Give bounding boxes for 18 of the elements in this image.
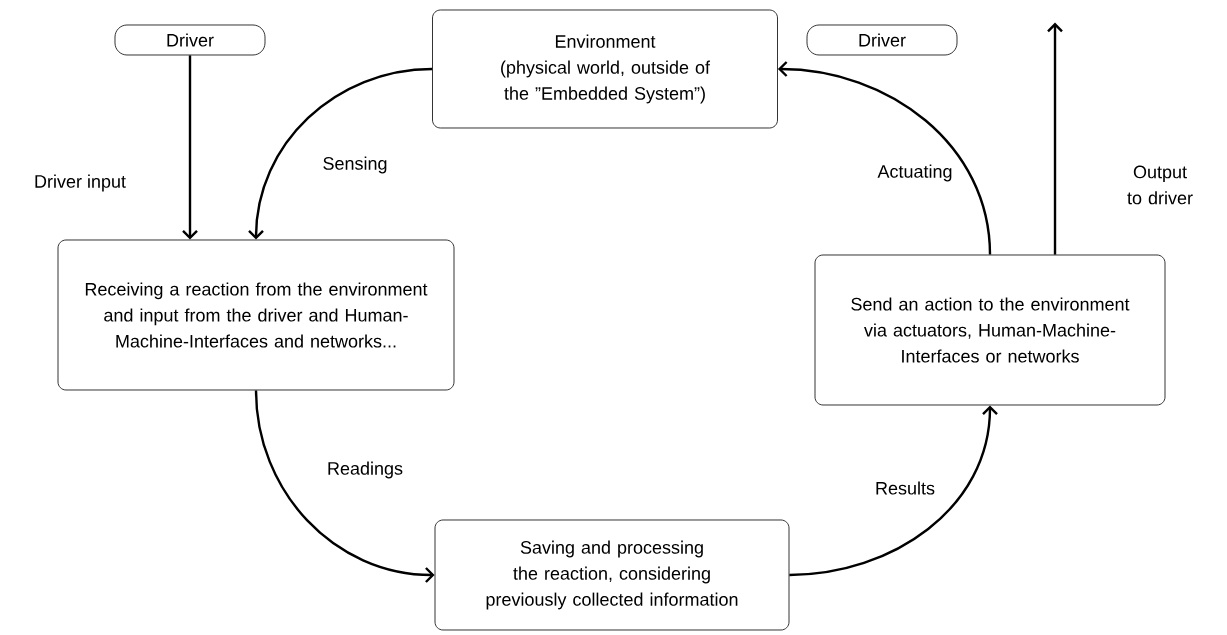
arrow [1047,22,1063,255]
edge-label: Output to driver [1127,165,1193,205]
process-box: Driver [114,24,266,56]
edge-label: Readings [328,461,403,479]
arrow [248,67,433,240]
edge-label: Actuating [877,164,952,182]
process-box: Send an action to the environment via actuators, Human-Machine-Interfaces or networks [814,254,1166,406]
edge-label: Driver input [35,174,126,192]
process-box: Receiving a reaction from the environment and input from the driver and Human-Machine-Interfaces and networks... [57,239,455,391]
arrow [182,55,198,240]
process-box: Driver [806,24,958,56]
process-box: Saving and processing the reaction, considering previously collected information [434,519,790,631]
process-box: Environment (physical world, outside of the ”Embedded System”) [432,9,778,129]
edge-label: Results [876,481,935,495]
arrow [777,61,992,255]
arrow [254,390,435,583]
arrow [789,405,998,577]
edge-label: Sensing [323,156,387,174]
